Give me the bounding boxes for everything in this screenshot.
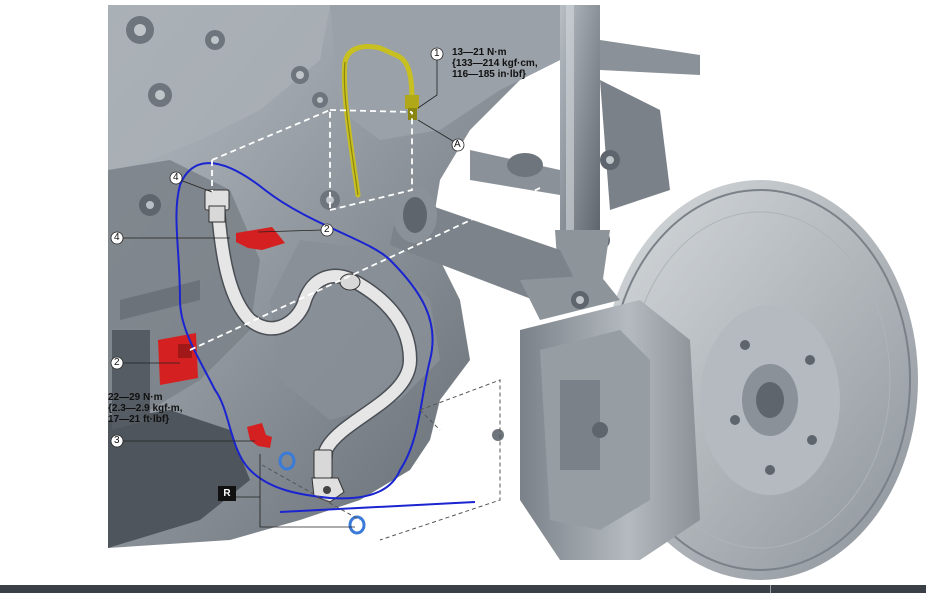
callout-4-number-upper: 4	[173, 172, 179, 183]
footer-divider	[770, 585, 771, 593]
callout-3-number: 3	[114, 435, 120, 446]
torque-spec-2-line1: 22—29 N·m	[108, 392, 163, 403]
callout-circles	[110, 47, 465, 448]
callout-2-number: 2	[114, 357, 120, 368]
brake-hose	[204, 189, 418, 503]
replace-badge: R	[218, 486, 236, 501]
callout-leaders	[120, 60, 457, 528]
view-label-a: A	[454, 139, 461, 150]
torque-spec-1-line1: 13—21 N·m	[452, 47, 507, 58]
torque-spec-2: 22—29 N·m {2.3—2.9 kgf·m, 17—21 ft·lbf}	[108, 392, 182, 425]
copper-washers	[278, 451, 366, 535]
torque-spec-1: 13—21 N·m {133—214 kgf·cm, 116—185 in·lb…	[452, 47, 538, 80]
trace-outline	[175, 162, 476, 513]
callout-4-number: 4	[114, 232, 120, 243]
callout-1-number: 1	[434, 48, 440, 59]
torque-spec-1-line3: 116—185 in·lbf}	[452, 69, 526, 80]
torque-spec-1-line2: {133—214 kgf·cm,	[452, 58, 538, 69]
footer-bar	[0, 585, 926, 593]
brake-caliper	[492, 275, 700, 560]
dashed-leaders	[189, 108, 541, 351]
dashed-leaders-dark	[261, 379, 501, 541]
red-parts	[158, 227, 285, 448]
callout-2-number-upper: 2	[324, 224, 330, 235]
torque-spec-2-line2: {2.3—2.9 kgf·m,	[108, 403, 183, 414]
torque-spec-2-line3: 17—21 ft·lbf}	[108, 414, 170, 425]
